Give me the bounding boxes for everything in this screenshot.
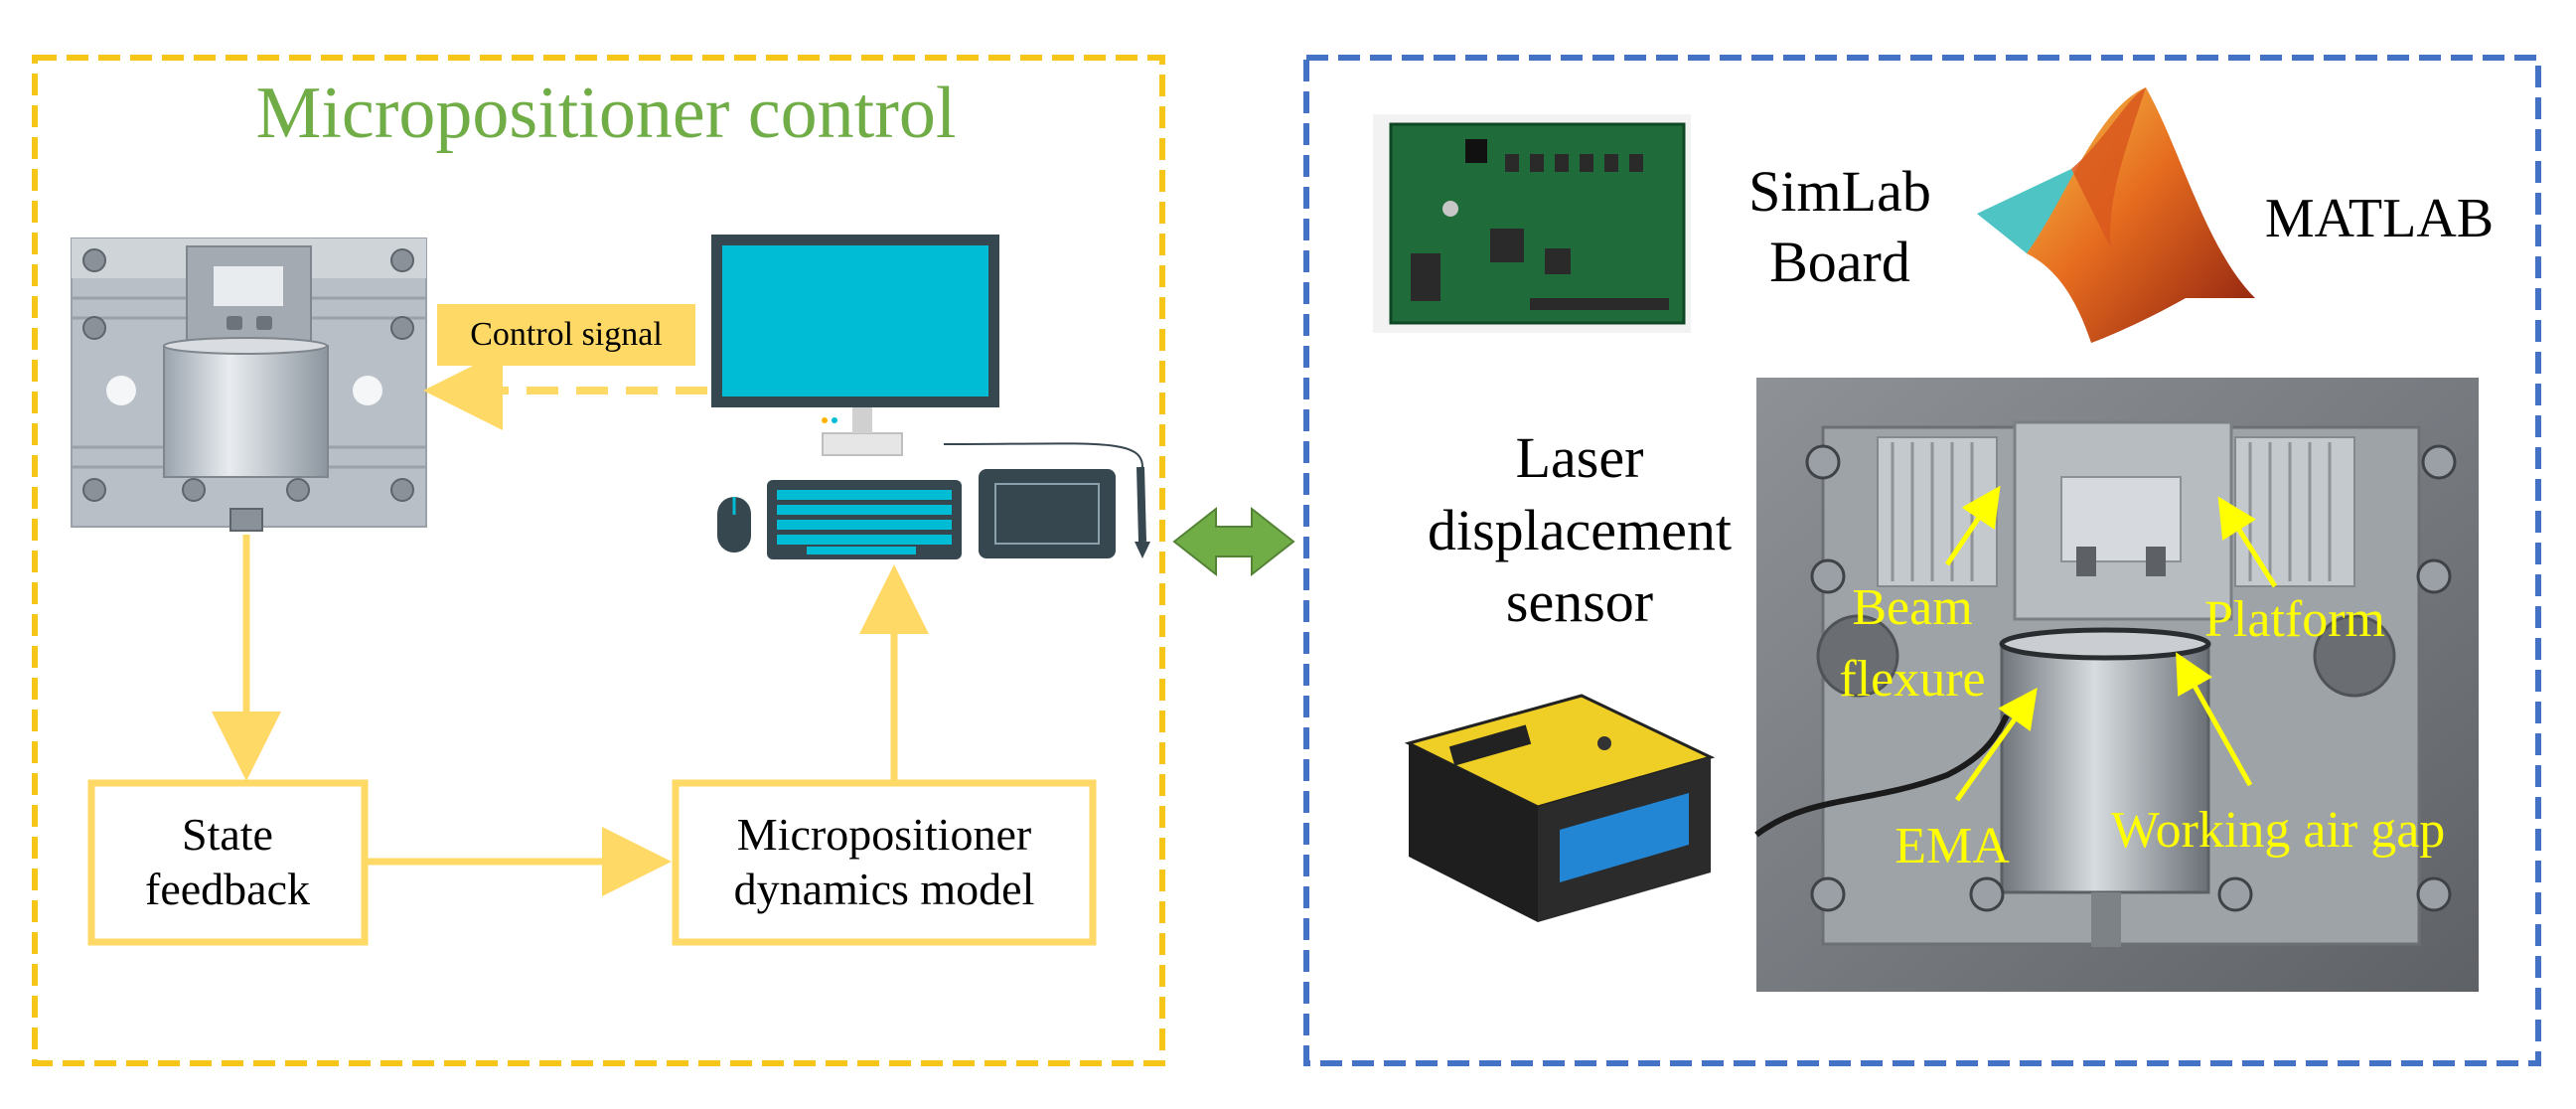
matlab-logo-icon [1977, 87, 2255, 343]
simlab-label-line2: Board [1769, 230, 1910, 294]
dynamics-model-box [672, 779, 1097, 946]
state-feedback-line1: State [182, 809, 273, 860]
micropositioner-photo [1754, 378, 2479, 992]
left-panel-title: Micropositioner control [256, 73, 957, 154]
dynamics-model-line1: Micropositioner [737, 809, 1031, 860]
beam-flexure-label-line2: flexure [1839, 651, 1985, 708]
working-air-gap-label: Working air gap [2111, 802, 2446, 859]
micropositioner-render [71, 238, 427, 532]
matlab-label: MATLAB [2265, 188, 2494, 249]
ema-label: EMA [1894, 818, 2010, 874]
drawing-tablet-icon [979, 469, 1116, 558]
bidirectional-arrow [1172, 506, 1295, 577]
beam-flexure-label-line1: Beam [1852, 579, 1972, 636]
state-feedback-line2: feedback [145, 864, 310, 914]
laser-label-line1: Laser [1516, 425, 1644, 490]
laser-label-line3: sensor [1506, 569, 1653, 634]
platform-label: Platform [2204, 591, 2385, 648]
dynamics-model-line2: dynamics model [734, 864, 1035, 914]
mouse-icon [717, 497, 751, 553]
right-panel-border [1303, 55, 2541, 1066]
left-panel-border [32, 55, 1165, 1066]
computer-icon [711, 235, 1150, 559]
state-feedback-box [87, 779, 369, 946]
laser-sensor-image [1404, 694, 1716, 922]
ema-pointer [1954, 687, 2038, 802]
beam-flexure-pointer [1944, 485, 2001, 566]
laser-label-line2: displacement [1428, 498, 1732, 562]
working-air-gap-pointer [2176, 652, 2253, 787]
simlab-label-line1: SimLab [1748, 159, 1931, 224]
platform-pointer [2217, 496, 2278, 588]
simlab-board-image [1373, 114, 1691, 333]
control-signal-label: Control signal [470, 316, 663, 353]
